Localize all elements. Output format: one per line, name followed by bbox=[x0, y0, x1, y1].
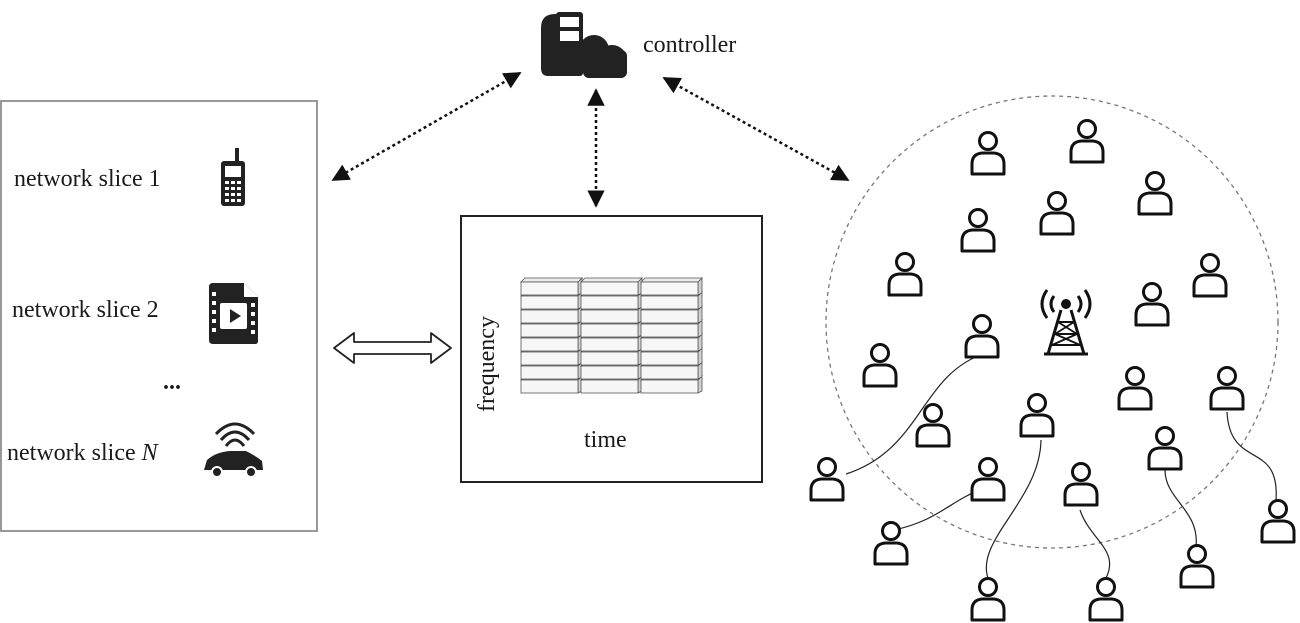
user-icon bbox=[1117, 366, 1153, 411]
user-icon bbox=[1137, 171, 1173, 216]
resource-block bbox=[520, 379, 579, 394]
time-axis-label: time bbox=[584, 427, 627, 453]
cell-coverage-circle bbox=[825, 95, 1279, 549]
slice-label-index: 2 bbox=[146, 297, 159, 323]
resource-block-grid bbox=[520, 277, 703, 394]
resource-block bbox=[520, 351, 579, 366]
resource-block bbox=[640, 365, 699, 380]
user-icon bbox=[1134, 282, 1170, 327]
mobile-phone-icon bbox=[221, 148, 245, 206]
resource-block bbox=[520, 365, 579, 380]
user-icon bbox=[1209, 366, 1245, 411]
resource-block bbox=[580, 295, 639, 310]
user-icon bbox=[1088, 577, 1124, 622]
controller-label: controller bbox=[643, 32, 737, 58]
user-icon bbox=[862, 343, 898, 388]
resource-block-top bbox=[580, 277, 643, 283]
slice-label-n: network slice N bbox=[7, 440, 158, 467]
user-icon bbox=[1063, 462, 1099, 507]
resource-block bbox=[580, 323, 639, 338]
user-icon bbox=[1192, 253, 1228, 298]
slice-label-2: network slice 2 bbox=[12, 297, 159, 324]
resource-block bbox=[640, 323, 699, 338]
resource-block bbox=[580, 365, 639, 380]
user-icon bbox=[1069, 119, 1105, 164]
resource-block bbox=[520, 337, 579, 352]
user-icon bbox=[1019, 393, 1055, 438]
slice-ellipsis: ... bbox=[163, 369, 181, 395]
slice-label-prefix: network slice bbox=[7, 440, 142, 466]
controller-links bbox=[331, 71, 850, 208]
users bbox=[809, 119, 1296, 622]
network-slices-panel bbox=[0, 100, 318, 532]
user-icon bbox=[1147, 426, 1183, 471]
user-icon bbox=[915, 403, 951, 448]
resource-block bbox=[580, 379, 639, 394]
slice-label-prefix: network slice bbox=[12, 297, 147, 323]
slice-label-index: 1 bbox=[148, 166, 161, 192]
resource-block bbox=[640, 295, 699, 310]
resource-block bbox=[640, 351, 699, 366]
resource-block bbox=[580, 281, 639, 296]
resource-block bbox=[520, 281, 579, 296]
user-icon bbox=[1179, 544, 1215, 589]
user-icon bbox=[960, 208, 996, 253]
user-icon bbox=[1260, 499, 1296, 544]
user-icon bbox=[970, 457, 1006, 502]
connected-car-icon bbox=[204, 422, 263, 478]
user-icon bbox=[1039, 191, 1075, 236]
resource-block bbox=[520, 295, 579, 310]
resource-block-top bbox=[520, 277, 583, 283]
user-icon bbox=[809, 457, 845, 502]
user-icon bbox=[964, 314, 1000, 359]
slice-label-prefix: network slice bbox=[14, 166, 149, 192]
user-icon bbox=[970, 131, 1006, 176]
user-icon bbox=[873, 521, 909, 566]
resource-block bbox=[640, 337, 699, 352]
link-controller-cell bbox=[662, 76, 850, 182]
resource-block bbox=[580, 351, 639, 366]
resource-block-top bbox=[640, 277, 703, 283]
slice-label-1: network slice 1 bbox=[14, 166, 161, 193]
resource-block bbox=[580, 309, 639, 324]
cell-tower-icon bbox=[1040, 289, 1092, 356]
user-icon bbox=[970, 577, 1006, 622]
server-cloud-icon bbox=[541, 12, 627, 78]
video-file-icon bbox=[209, 283, 258, 344]
slice-label-index: N bbox=[141, 440, 158, 466]
frequency-axis-label: frequency bbox=[474, 316, 500, 412]
link-controller-slices bbox=[331, 71, 522, 182]
resource-block bbox=[520, 323, 579, 338]
resource-block bbox=[640, 379, 699, 394]
double-arrow-icon bbox=[333, 332, 452, 364]
user-icon bbox=[887, 252, 923, 297]
resource-block bbox=[520, 309, 579, 324]
resource-block bbox=[640, 281, 699, 296]
resource-block bbox=[640, 309, 699, 324]
resource-block bbox=[580, 337, 639, 352]
user-mobility-paths bbox=[845, 355, 1277, 579]
